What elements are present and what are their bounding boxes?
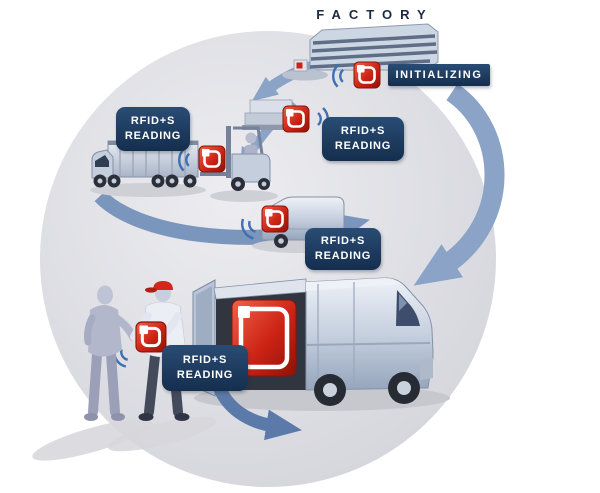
van-bumper bbox=[420, 358, 433, 380]
banner-line: RFID+S bbox=[130, 115, 176, 128]
rfid-reading-banner-delivery: RFID+S READING bbox=[162, 345, 248, 391]
rfid-reading-banner-dock: RFID+S READING bbox=[322, 117, 404, 161]
loading-dock bbox=[282, 69, 328, 81]
red-cap-icon bbox=[145, 281, 173, 293]
rfid-tag-icon bbox=[197, 144, 227, 174]
ground-shadows bbox=[32, 416, 217, 461]
van-wheels bbox=[314, 372, 420, 406]
delivery-van bbox=[192, 277, 450, 411]
dock-package bbox=[293, 59, 308, 72]
person-customer bbox=[84, 285, 137, 421]
banner-line: RFID+S bbox=[182, 354, 228, 367]
banner-line: READING bbox=[124, 130, 182, 142]
factory-title: FACTORY bbox=[316, 7, 434, 22]
banner-line: RFID+S bbox=[320, 235, 366, 248]
handed-package-rfid-tag-icon bbox=[134, 320, 168, 354]
initializing-banner: INITIALIZING bbox=[388, 64, 490, 86]
banner-line: READING bbox=[334, 140, 392, 152]
initializing-label: INITIALIZING bbox=[395, 69, 483, 81]
rfid-reading-banner-van: RFID+S READING bbox=[305, 228, 381, 270]
factory-building bbox=[282, 23, 439, 81]
banner-line: READING bbox=[176, 369, 234, 381]
rfid-tag-icon bbox=[260, 204, 290, 234]
forklift-operator bbox=[245, 132, 257, 144]
person-courier bbox=[130, 281, 190, 421]
forklift bbox=[200, 126, 278, 202]
flow-arrow-right-loop bbox=[413, 83, 505, 286]
customer-head bbox=[97, 285, 113, 305]
rfid-tag-icon bbox=[281, 104, 311, 134]
rfid-tag-icon bbox=[352, 60, 382, 90]
red-package bbox=[231, 299, 297, 377]
banner-line: READING bbox=[314, 250, 372, 262]
rfid-reading-banner-truck: RFID+S READING bbox=[116, 107, 190, 151]
banner-line: RFID+S bbox=[340, 125, 386, 138]
